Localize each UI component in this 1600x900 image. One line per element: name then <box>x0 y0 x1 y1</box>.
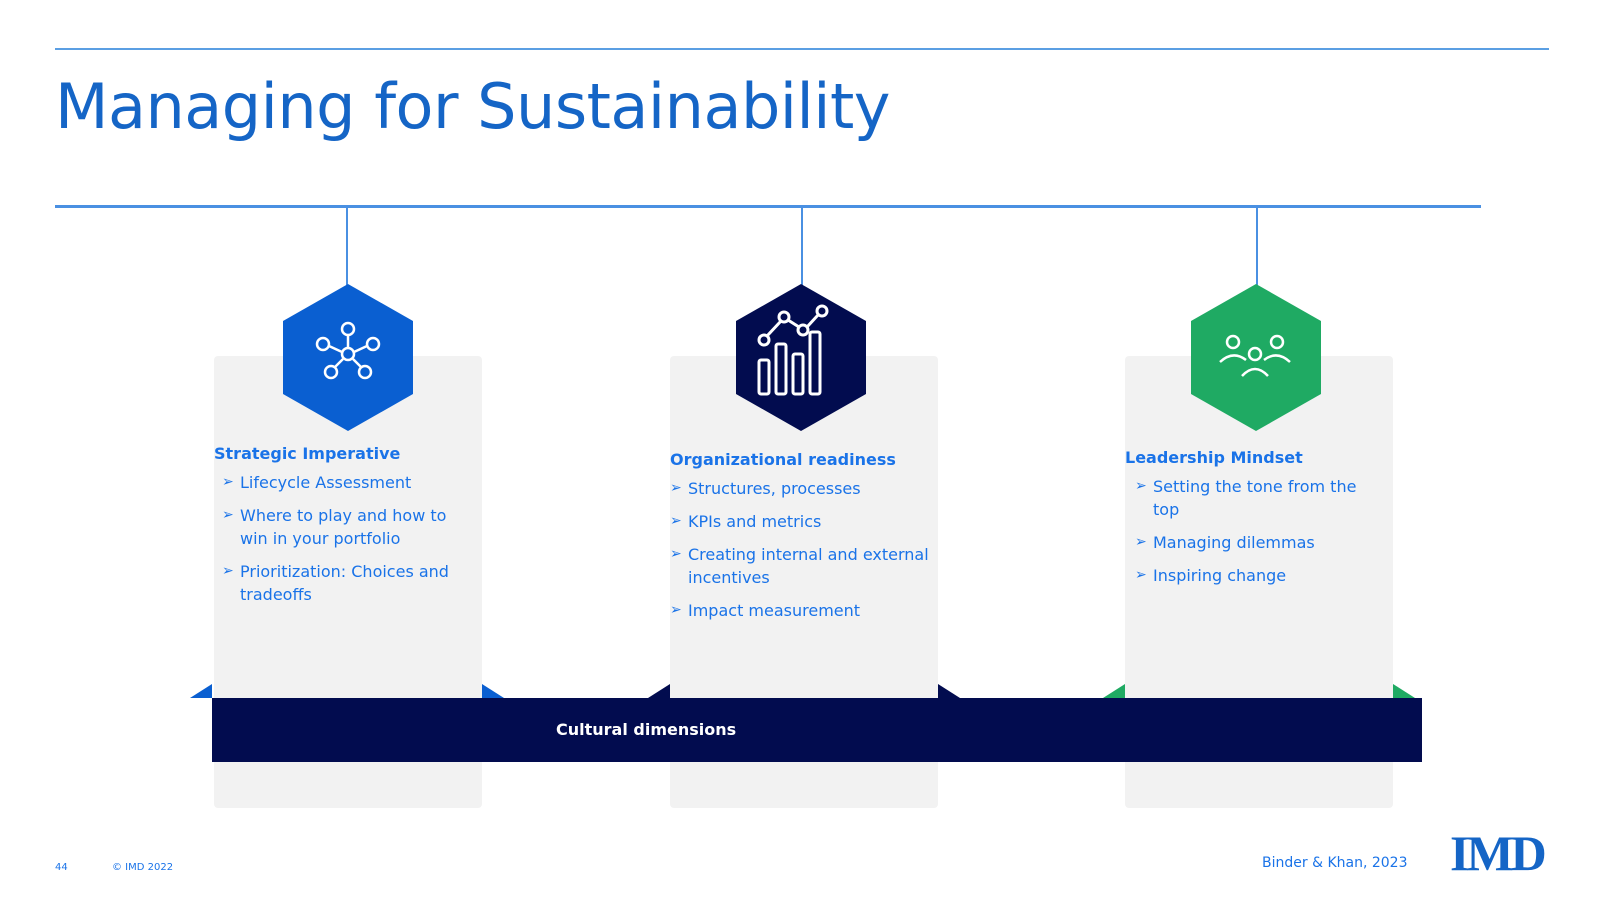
pillar-bullet-list: ➢Structures, processes ➢KPIs and metrics… <box>670 477 930 622</box>
list-item: ➢Where to play and how to win in your po… <box>222 506 447 548</box>
imd-logo: IMD <box>1450 825 1547 881</box>
list-item: ➢Managing dilemmas <box>1135 533 1315 552</box>
cultural-dimensions-band <box>212 698 1422 762</box>
list-item: ➢Prioritization: Choices and tradeoffs <box>222 562 449 604</box>
band-label: Cultural dimensions <box>556 720 737 739</box>
pillar-bullet-list: ➢Setting the tone from the top ➢Managing… <box>1125 475 1385 587</box>
arrow-bullet-icon: ➢ <box>670 546 682 562</box>
pillar-hexagon-2 <box>736 284 866 431</box>
network-icon <box>315 321 381 380</box>
pillar-heading: Strategic Imperative <box>214 444 401 463</box>
pillar-hexagon-1 <box>283 284 413 431</box>
band-corner-3-right <box>1393 684 1415 698</box>
list-item: ➢Creating internal and external incentiv… <box>670 545 929 587</box>
list-item: ➢Inspiring change <box>1135 566 1287 585</box>
connector-3 <box>1256 207 1258 287</box>
copyright: © IMD 2022 <box>112 862 174 873</box>
pillar-text-3: Leadership Mindset ➢Setting the tone fro… <box>1125 448 1385 597</box>
arrow-bullet-icon: ➢ <box>1135 534 1147 550</box>
pillar-bullet-list: ➢Lifecycle Assessment ➢Where to play and… <box>214 471 474 606</box>
list-item: ➢KPIs and metrics <box>670 512 822 531</box>
band-corner-1-right <box>482 684 504 698</box>
arrow-bullet-icon: ➢ <box>670 602 682 618</box>
page-number: 44 <box>55 862 68 873</box>
slide-title: Managing for Sustainability <box>55 70 890 143</box>
list-item: ➢Lifecycle Assessment <box>222 473 412 492</box>
pillar-text-2: Organizational readiness ➢Structures, pr… <box>670 450 930 632</box>
arrow-bullet-icon: ➢ <box>222 563 234 579</box>
band-corner-3-left <box>1103 684 1125 698</box>
source-citation: Binder & Khan, 2023 <box>1262 855 1408 871</box>
top-rule <box>55 48 1549 50</box>
horizontal-connector <box>55 205 1481 208</box>
arrow-bullet-icon: ➢ <box>670 513 682 529</box>
arrow-bullet-icon: ➢ <box>670 480 682 496</box>
band-corner-1-left <box>190 684 212 698</box>
bar-chart-icon <box>757 304 829 396</box>
pillar-heading: Organizational readiness <box>670 450 896 469</box>
arrow-bullet-icon: ➢ <box>222 507 234 523</box>
arrow-bullet-icon: ➢ <box>1135 478 1147 494</box>
band-corner-2-left <box>648 684 670 698</box>
pillar-heading: Leadership Mindset <box>1125 448 1303 467</box>
pillar-text-1: Strategic Imperative ➢Lifecycle Assessme… <box>214 444 474 616</box>
list-item: ➢Setting the tone from the top <box>1135 477 1357 519</box>
connector-1 <box>346 207 348 287</box>
pillar-hexagon-3 <box>1191 284 1321 431</box>
band-corner-2-right <box>938 684 960 698</box>
team-icon <box>1219 334 1291 377</box>
list-item: ➢Structures, processes <box>670 479 861 498</box>
arrow-bullet-icon: ➢ <box>1135 567 1147 583</box>
arrow-bullet-icon: ➢ <box>222 474 234 490</box>
list-item: ➢Impact measurement <box>670 601 861 620</box>
connector-2 <box>801 207 803 287</box>
